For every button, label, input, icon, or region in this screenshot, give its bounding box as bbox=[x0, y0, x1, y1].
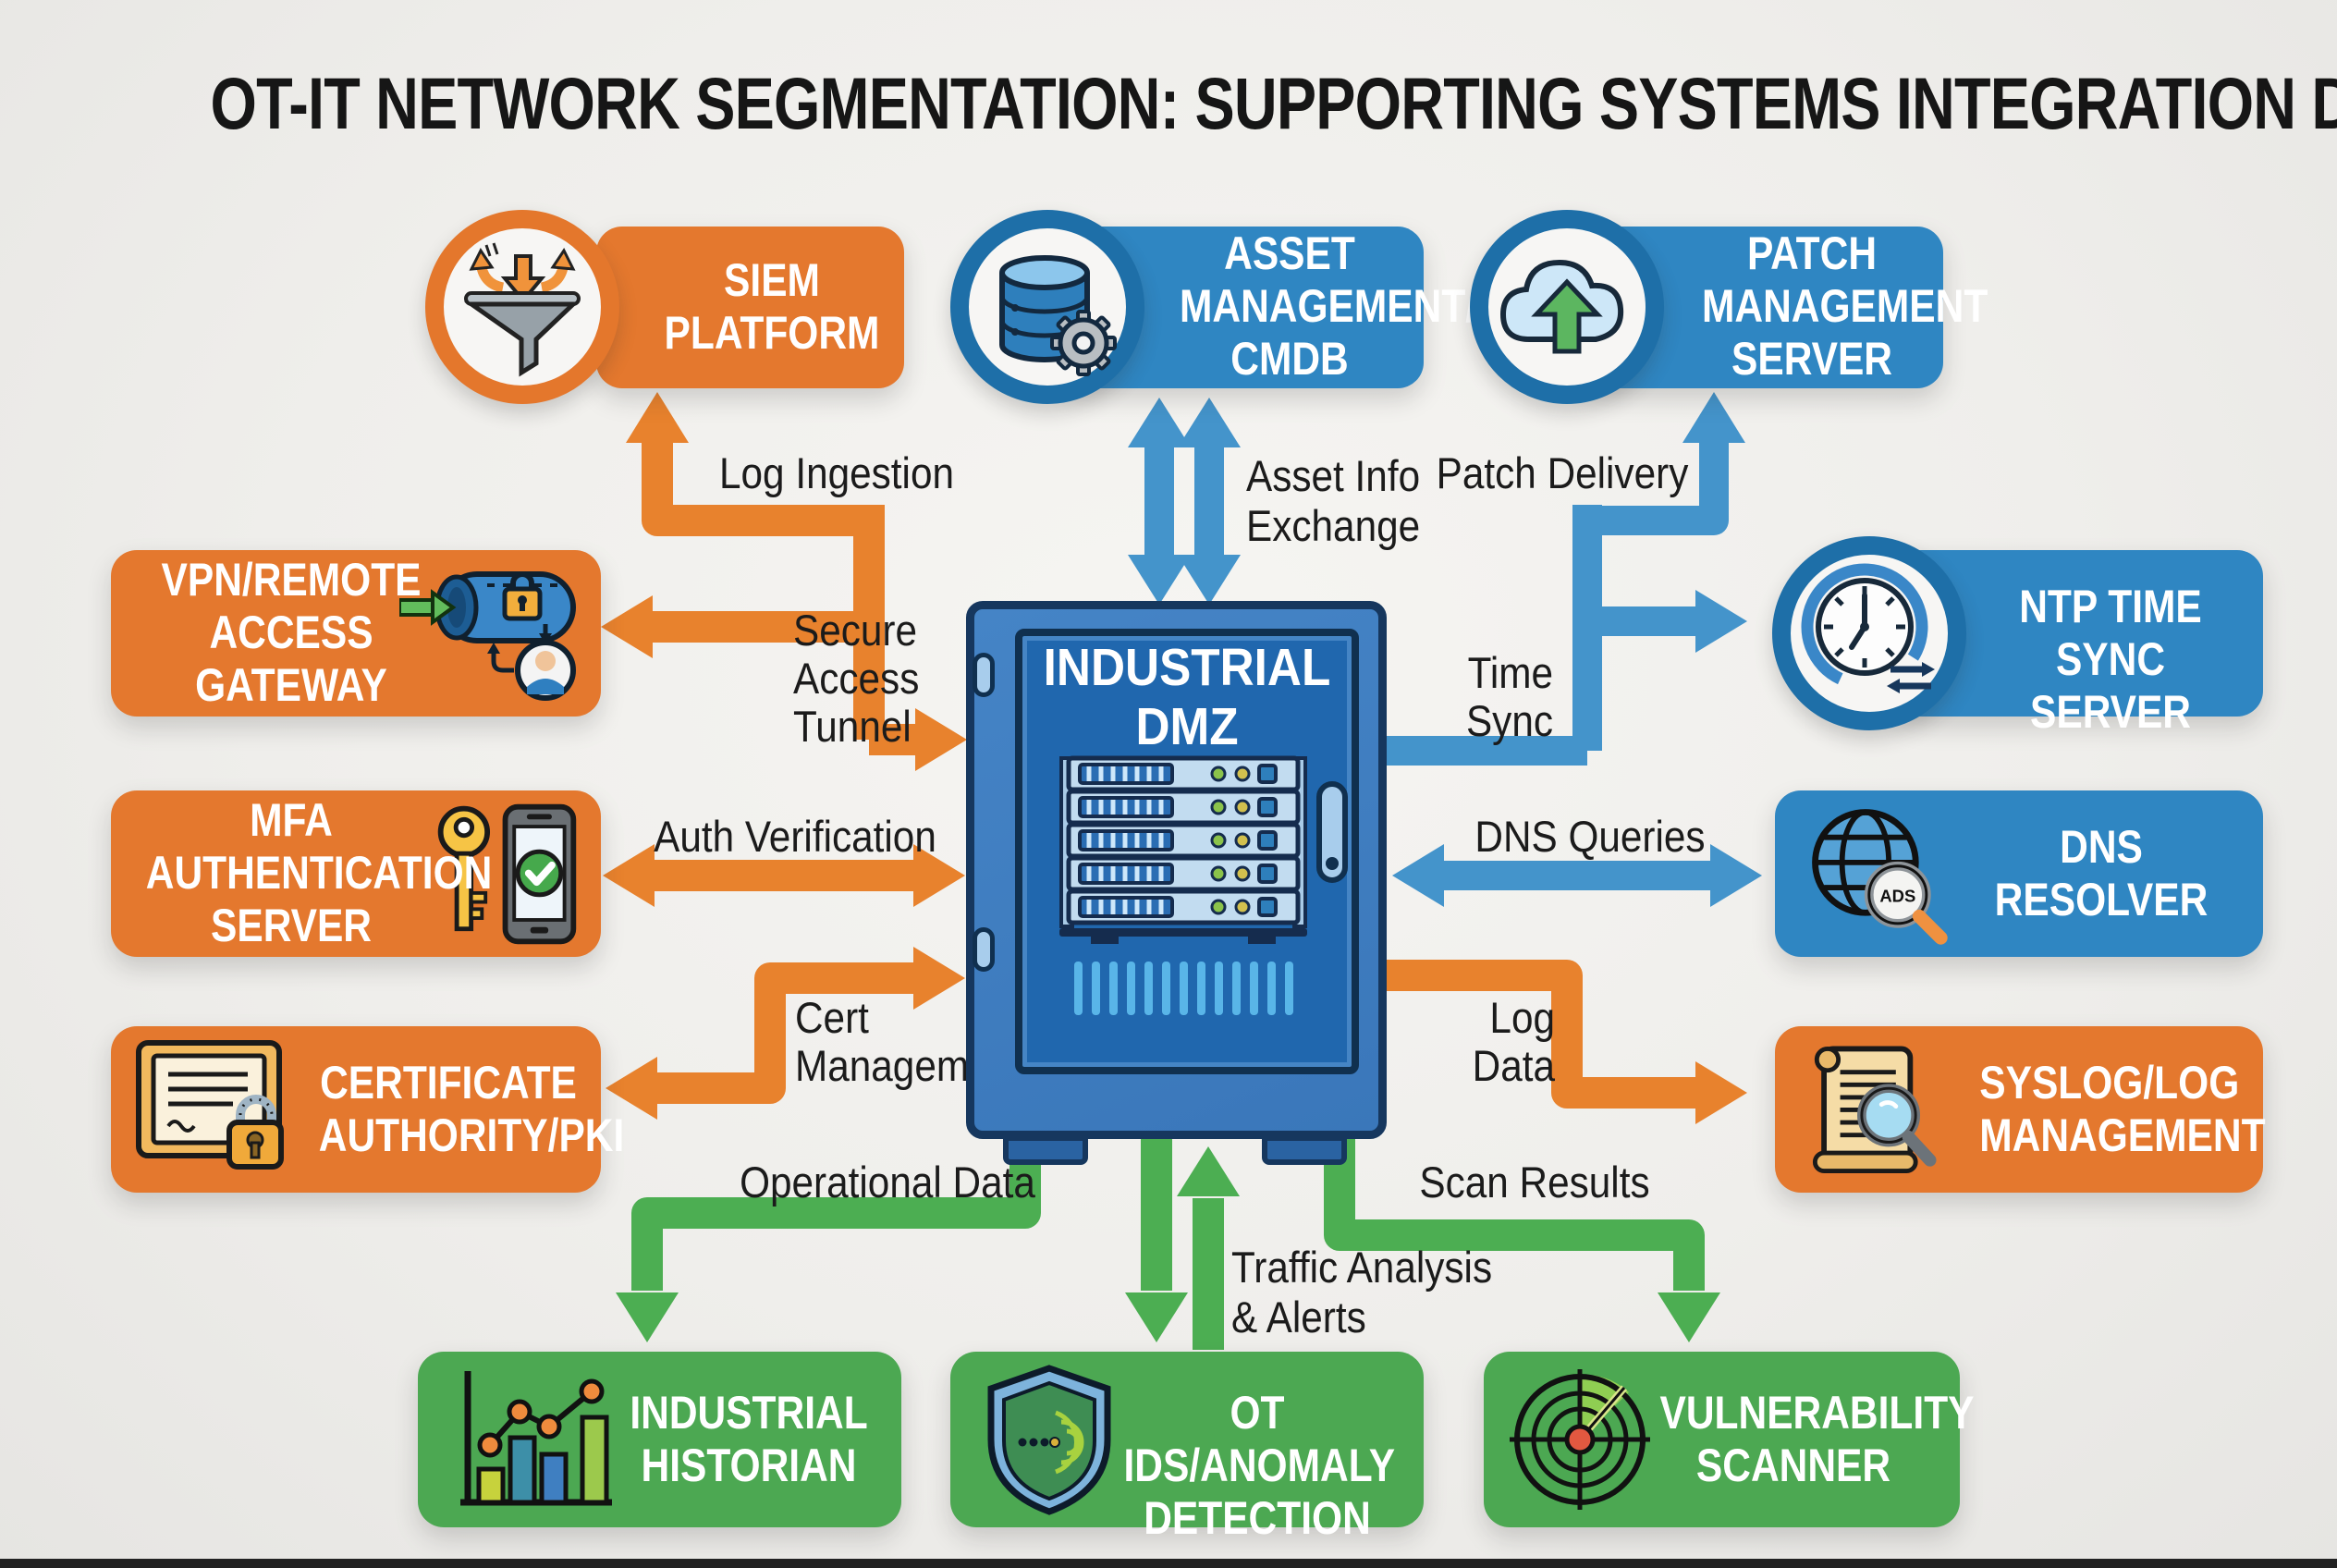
arrow-secure-access-tunnel bbox=[601, 595, 967, 771]
arrow-operational-data bbox=[616, 1139, 1041, 1342]
edge-label-time-sync: Time Sync bbox=[1465, 648, 1553, 745]
arrow-patch-delivery bbox=[1572, 392, 1745, 751]
edge-label-secure-access: Secure Access Tunnel bbox=[793, 606, 920, 751]
bottom-border-strip bbox=[0, 1559, 2337, 1568]
gear-icon bbox=[1050, 310, 1117, 376]
cabinet-foot-left bbox=[1003, 1135, 1088, 1165]
edge-label-operational-data: Operational Data bbox=[740, 1158, 1035, 1207]
arrow-time-sync bbox=[1387, 590, 1747, 766]
key-phone-icon bbox=[437, 803, 577, 945]
edge-label-log-data: Log Data bbox=[1472, 993, 1555, 1090]
cabinet-hinge-bottom bbox=[973, 927, 995, 972]
node-industrial-historian bbox=[418, 1352, 901, 1527]
node-syslog-management bbox=[1775, 1026, 2263, 1193]
edge-label-patch-delivery: Patch Delivery bbox=[1436, 448, 1689, 497]
arrow-log-data bbox=[1387, 960, 1747, 1124]
node-vulnerability-scanner bbox=[1484, 1352, 1960, 1527]
trend-chart-icon bbox=[460, 1371, 612, 1506]
arrow-asset-info-exchange bbox=[1128, 398, 1241, 605]
clock-sync-icon bbox=[1772, 536, 1966, 730]
edge-label-auth-verification: Auth Verification bbox=[654, 812, 936, 861]
edge-label-traffic-analysis: Traffic Analysis & Alerts bbox=[1231, 1243, 1493, 1341]
arrow-scan-results bbox=[1324, 1139, 1720, 1342]
edge-label-scan-results: Scan Results bbox=[1419, 1158, 1650, 1207]
page-title: OT-IT NETWORK SEGMENTATION: SUPPORTING S… bbox=[210, 62, 2337, 144]
vpn-tunnel-icon bbox=[399, 571, 576, 701]
node-dns-resolver: ADS bbox=[1775, 790, 2263, 957]
arrow-cert-management bbox=[606, 947, 965, 1120]
log-scroll-icon bbox=[1812, 1046, 1937, 1173]
radar-target-icon bbox=[1510, 1369, 1650, 1510]
edge-label-asset-info: Asset Info Exchange bbox=[1246, 451, 1421, 550]
database-gear-icon bbox=[950, 210, 1144, 404]
cabinet-handle bbox=[1316, 781, 1348, 883]
cabinet-hinge-top bbox=[973, 653, 995, 697]
cloud-upload-icon bbox=[1470, 210, 1664, 404]
server-rack-icon bbox=[1059, 755, 1307, 944]
certificate-lock-icon bbox=[136, 1040, 284, 1170]
node-ot-ids bbox=[950, 1352, 1424, 1527]
arrow-traffic-analysis bbox=[1125, 1139, 1240, 1350]
edge-label-log-ingestion: Log Ingestion bbox=[718, 448, 954, 497]
arrow-auth-verification bbox=[603, 844, 965, 907]
node-certificate-authority bbox=[111, 1026, 601, 1193]
cabinet-foot-right bbox=[1262, 1135, 1347, 1165]
siem-funnel-icon bbox=[425, 210, 619, 404]
node-vpn-gateway bbox=[111, 550, 601, 717]
dns-magnifier-text: ADS bbox=[1879, 887, 1915, 906]
arrow-dns-queries bbox=[1392, 844, 1762, 907]
shield-radar-icon bbox=[987, 1365, 1111, 1515]
node-siem-platform bbox=[596, 227, 904, 388]
node-mfa-server bbox=[111, 790, 601, 957]
globe-search-icon: ADS bbox=[1812, 809, 1948, 945]
cabinet-vent-slats bbox=[1074, 962, 1305, 1017]
edge-label-dns-queries: DNS Queries bbox=[1474, 812, 1706, 861]
